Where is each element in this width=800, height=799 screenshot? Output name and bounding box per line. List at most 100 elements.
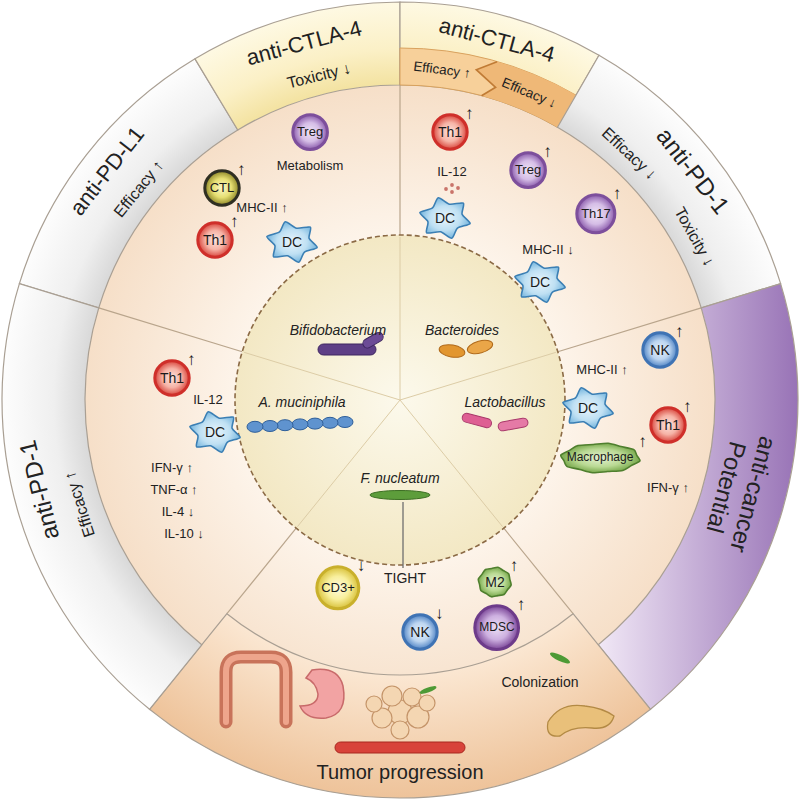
change-arrow: ↑ bbox=[465, 104, 474, 124]
muciniphila-cell bbox=[247, 421, 263, 432]
cell-body bbox=[198, 223, 232, 257]
middle-ring bbox=[85, 85, 715, 715]
cell-body bbox=[420, 198, 470, 239]
change-arrow: ↑ bbox=[187, 350, 196, 370]
change-arrow: ↑ bbox=[613, 184, 622, 204]
muciniphila-cell bbox=[292, 419, 308, 430]
marker-change: MHC-II ↑ bbox=[576, 363, 627, 378]
marker-change: MHC-II ↓ bbox=[522, 243, 573, 258]
cytokine-dot bbox=[444, 187, 448, 191]
tumor-cell bbox=[366, 696, 382, 712]
inner-divider bbox=[244, 352, 400, 400]
lactobacillus-rod bbox=[461, 412, 492, 428]
cytokine-dot bbox=[456, 186, 460, 190]
bacteroides-rod bbox=[466, 338, 494, 356]
cell-label: Macrophage bbox=[567, 451, 634, 465]
change-arrow: ↑ bbox=[675, 322, 684, 342]
pancreas bbox=[548, 705, 615, 736]
sector-title: anti-PD-1 bbox=[651, 123, 735, 220]
sector-title: Tumor progression bbox=[316, 761, 483, 784]
cd3-cell: CD3+↓ bbox=[315, 565, 361, 611]
bacterium-name: F. nucleatum bbox=[360, 470, 439, 486]
sector-fill bbox=[598, 284, 798, 710]
change-arrow: ↑ bbox=[543, 142, 552, 162]
nucleatum-spindle bbox=[549, 651, 571, 666]
efficacy-band bbox=[400, 48, 576, 127]
stomach bbox=[300, 669, 344, 718]
m2-cell: M2↑ bbox=[476, 565, 513, 599]
sector-title: anti-cancer Potential bbox=[691, 402, 788, 580]
th17-cell: Th17↑ bbox=[575, 193, 617, 235]
sector-title: anti-CTLA-4 bbox=[436, 12, 557, 67]
cytokine-label: IL-12 bbox=[193, 393, 223, 408]
th1-cell: Th1↑ bbox=[153, 359, 191, 397]
tumor-cell bbox=[388, 700, 412, 724]
sector-title: anti-CTLA-4 bbox=[244, 15, 365, 70]
tumor-cell bbox=[407, 706, 429, 728]
inner-divider bbox=[400, 237, 401, 400]
inner-divider bbox=[400, 352, 556, 400]
treg-cell: Treg↑ bbox=[509, 151, 547, 189]
cell-label: NK bbox=[410, 624, 429, 640]
th1-cell: Th1↑ bbox=[649, 406, 687, 444]
cell-label: NK bbox=[650, 342, 669, 358]
dendritic-cell: DC bbox=[264, 219, 320, 265]
cytokine-label: IL-12 bbox=[437, 165, 467, 180]
cell-body bbox=[511, 153, 546, 188]
cell-body bbox=[651, 408, 685, 442]
muciniphila-cell bbox=[322, 417, 338, 428]
cell-body bbox=[433, 115, 467, 149]
sector-fill bbox=[2, 284, 202, 710]
sector-divider bbox=[99, 308, 242, 352]
bacterium-name: Bifidobacterium bbox=[290, 322, 387, 338]
cell-body bbox=[577, 195, 615, 233]
sector-divider bbox=[504, 528, 573, 613]
bacterium-name: Lactobacillus bbox=[465, 394, 546, 410]
cell-body bbox=[475, 606, 519, 650]
cell-body bbox=[190, 412, 240, 453]
cell-body bbox=[155, 361, 189, 395]
cell-label: MDSC bbox=[479, 621, 514, 635]
cell-label: Th1 bbox=[656, 417, 680, 433]
effect-note: Metabolism bbox=[277, 159, 343, 174]
effect-text: Toxicity ↓ bbox=[285, 59, 352, 93]
change-arrow: ↑ bbox=[638, 432, 647, 452]
cytokine-dot bbox=[450, 190, 454, 194]
ctl-cell: CTL↑ bbox=[203, 169, 241, 207]
effect-text: Efficacy ↑ bbox=[110, 156, 167, 221]
zigzag bbox=[476, 62, 497, 96]
bacterium-name: A. muciniphila bbox=[258, 394, 345, 410]
blood-vessel bbox=[335, 742, 465, 753]
mechanism-label: TIGHT bbox=[384, 570, 426, 586]
cell-body bbox=[293, 115, 328, 150]
sector-divider bbox=[399, 85, 400, 235]
cell-label: Treg bbox=[515, 163, 541, 178]
dendritic-cell: DC bbox=[512, 259, 568, 305]
cell-label: Th1 bbox=[203, 232, 227, 248]
change-arrow: ↑ bbox=[683, 397, 692, 417]
change-arrow: ↓ bbox=[357, 556, 366, 576]
lactobacillus-rod bbox=[498, 417, 529, 431]
cytokine-change: IFN-γ ↑ bbox=[647, 481, 689, 496]
sector-divider bbox=[558, 308, 701, 352]
colon-inner bbox=[226, 657, 286, 722]
bacteroides-rod bbox=[438, 343, 466, 359]
sector-fill bbox=[400, 2, 599, 127]
ring-art bbox=[85, 85, 715, 715]
nk-cell: NK↑ bbox=[641, 331, 679, 369]
change-arrow: ↑ bbox=[230, 212, 239, 232]
colon bbox=[226, 657, 286, 722]
tumor-illustration bbox=[226, 651, 614, 753]
nucleatum-spindle bbox=[370, 491, 430, 500]
cell-label: Th1 bbox=[438, 124, 462, 140]
cell-label: DC bbox=[530, 274, 550, 290]
process-label: Colonization bbox=[501, 674, 578, 690]
cell-label: CD3+ bbox=[321, 581, 355, 596]
tumor-cell bbox=[419, 695, 435, 711]
